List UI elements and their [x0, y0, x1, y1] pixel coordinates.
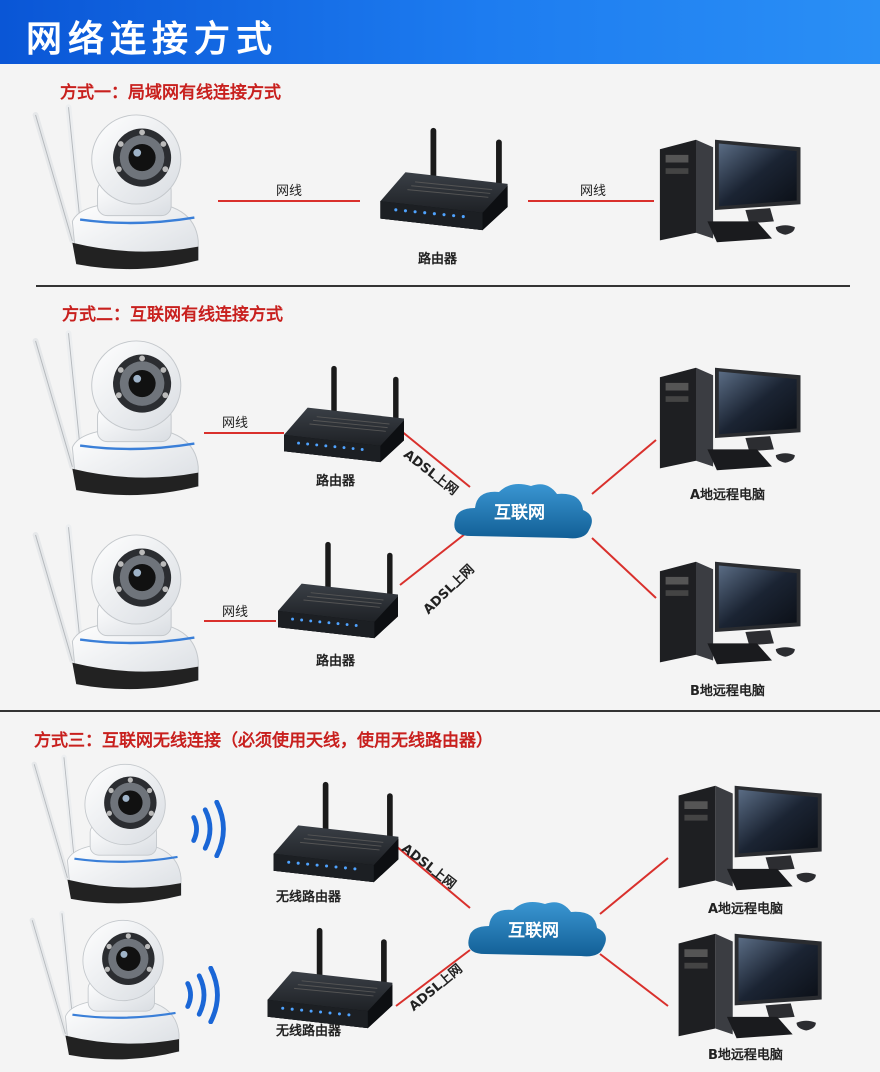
s2-adsl-line-b — [399, 529, 471, 586]
s3-cloud-to-pc-b — [599, 953, 669, 1007]
s1-cable-left-label: 网线 — [276, 184, 303, 199]
s1-camera-icon — [22, 104, 206, 276]
s3-router-b-icon — [262, 926, 398, 1030]
s2-router-a-label: 路由器 — [316, 474, 356, 489]
s3-wifi-waves-b-icon — [180, 966, 228, 1024]
s2-pc-a-icon — [658, 362, 810, 476]
s2-cloud-label: 互联网 — [494, 503, 545, 523]
s2-router-b-icon — [274, 540, 402, 640]
s3-camera-a-icon — [22, 754, 188, 910]
s3-router-b-label: 无线路由器 — [276, 1024, 342, 1039]
s1-router-icon — [376, 126, 512, 232]
s2-router-a-icon — [280, 364, 408, 464]
s2-adsl-line-a — [399, 429, 471, 488]
s2-cable-a-label: 网线 — [222, 416, 249, 431]
section-3-title: 方式三：互联网无线连接（必须使用天线，使用无线路由器） — [34, 731, 493, 751]
s1-pc-icon — [658, 134, 810, 248]
s1-cable-left — [218, 200, 360, 202]
s3-pc-a-icon — [674, 780, 834, 896]
s2-cloud-to-pc-b — [591, 537, 657, 599]
s3-router-a-label: 无线路由器 — [276, 890, 342, 905]
s3-pc-b-icon — [674, 928, 834, 1044]
s2-pc-a-label: A地远程电脑 — [690, 488, 766, 503]
s1-cable-right-label: 网线 — [580, 184, 607, 199]
s2-pc-b-icon — [658, 556, 810, 670]
s3-cloud-label: 互联网 — [508, 921, 559, 941]
s2-camera-a-icon — [22, 330, 206, 502]
s2-cable-a — [204, 432, 284, 434]
s1-cable-right — [528, 200, 654, 202]
s2-cable-b — [204, 620, 276, 622]
s2-router-b-label: 路由器 — [316, 654, 356, 669]
section-1-title: 方式一：局域网有线连接方式 — [60, 83, 281, 103]
header-bar: 网络连接方式 — [0, 0, 880, 64]
s3-camera-b-icon — [20, 910, 186, 1066]
divider-2 — [0, 710, 880, 712]
s2-cable-b-label: 网线 — [222, 605, 249, 620]
s2-pc-b-label: B地远程电脑 — [690, 684, 765, 699]
divider-1 — [36, 285, 850, 287]
s3-wifi-waves-a-icon — [186, 800, 234, 858]
page-title: 网络连接方式 — [26, 19, 279, 60]
s3-pc-b-label: B地远程电脑 — [708, 1048, 783, 1063]
s2-cloud-to-pc-a — [591, 439, 657, 495]
s1-router-label: 路由器 — [418, 252, 458, 267]
s2-camera-b-icon — [22, 524, 206, 696]
section-2-title: 方式二：互联网有线连接方式 — [62, 305, 283, 325]
s3-adsl-line-b — [395, 949, 471, 1007]
s3-adsl-line-a — [395, 845, 471, 909]
s3-cloud-to-pc-a — [599, 857, 669, 915]
s3-pc-a-label: A地远程电脑 — [708, 902, 784, 917]
s3-router-a-icon — [268, 780, 404, 884]
